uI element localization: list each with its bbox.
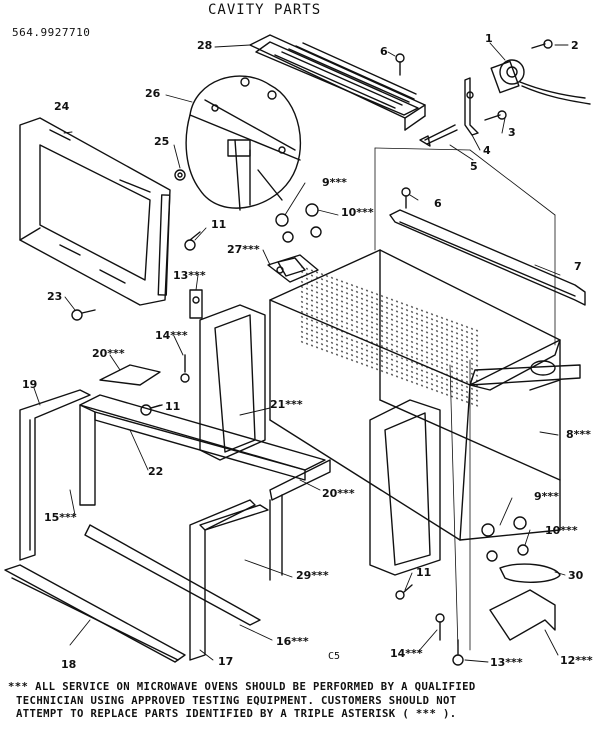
callout-11-top: 11 xyxy=(211,218,226,231)
callout-27: 27*** xyxy=(227,243,260,256)
callout-24: 24 xyxy=(54,100,70,113)
screw-23 xyxy=(71,309,96,321)
callout-4: 4 xyxy=(483,144,491,157)
callout-12: 12*** xyxy=(560,654,593,667)
callout-8: 8*** xyxy=(566,428,591,441)
callout-1: 1 xyxy=(485,32,493,45)
screw-6-mid xyxy=(401,187,411,209)
callout-14-top: 14*** xyxy=(155,329,188,342)
cavity-side-panel xyxy=(19,117,171,306)
screw-11-top xyxy=(184,231,201,251)
callout-9-top: 9*** xyxy=(322,176,347,189)
callout-11-mid: 11 xyxy=(165,400,180,413)
nuts-9-10-bottom xyxy=(481,516,529,562)
callout-13-top: 13*** xyxy=(173,269,206,282)
callout-17: 17 xyxy=(218,655,233,668)
front-frame-17 xyxy=(189,499,256,661)
callout-23: 23 xyxy=(47,290,62,303)
callout-6-top: 6 xyxy=(380,45,388,58)
callout-3: 3 xyxy=(508,126,516,139)
leader-lines xyxy=(33,42,569,663)
callout-21: 21*** xyxy=(270,398,303,411)
footnote-line-2: TECHNICIAN USING APPROVED TESTING EQUIPM… xyxy=(16,694,457,707)
callout-25: 25 xyxy=(154,135,169,148)
callout-6-mid: 6 xyxy=(434,197,442,210)
top-trim-strip xyxy=(389,209,586,306)
screw-2 xyxy=(531,39,553,49)
guide-lines xyxy=(374,147,556,651)
lower-rail-16 xyxy=(84,524,261,626)
callout-15: 15*** xyxy=(44,511,77,524)
callout-13-bottom: 13*** xyxy=(490,656,523,669)
wire-loop-30 xyxy=(499,563,561,583)
callout-14-bottom: 14*** xyxy=(390,647,423,660)
callout-19: 19 xyxy=(22,378,37,391)
bottom-trim-18 xyxy=(4,564,186,663)
exploded-parts-diagram: 1 2 3 4 5 6 6 7 8*** 9*** 10*** 9*** 10*… xyxy=(4,32,593,671)
callout-10-top: 10*** xyxy=(341,206,374,219)
callout-26: 26 xyxy=(145,87,161,100)
callout-10-bottom: 10*** xyxy=(545,524,578,537)
screw-6-top xyxy=(395,53,405,76)
callout-22: 22 xyxy=(148,465,163,478)
callout-28: 28 xyxy=(197,39,212,52)
top-vent-grille xyxy=(249,34,426,131)
screw-3 xyxy=(484,110,507,121)
callout-20-bottom: 20*** xyxy=(322,487,355,500)
stirrer-fan-blade xyxy=(185,75,302,211)
footnote-line-3: ATTEMPT TO REPLACE PARTS IDENTIFIED BY A… xyxy=(16,708,457,720)
callout-2: 2 xyxy=(571,39,579,52)
side-trim-19 xyxy=(19,389,91,561)
callout-9-bottom: 9*** xyxy=(534,490,559,503)
callout-5: 5 xyxy=(470,160,478,173)
callout-30: 30 xyxy=(568,569,584,582)
motor-bracket xyxy=(464,77,479,136)
callout-20-top: 20*** xyxy=(92,347,125,360)
nut-25 xyxy=(174,169,186,181)
bracket-13-top xyxy=(189,289,203,319)
screw-14-bottom xyxy=(435,613,445,641)
mount-bracket-29 xyxy=(199,504,269,531)
footnote-line-1: *** ALL SERVICE ON MICROWAVE OVENS SHOUL… xyxy=(8,681,476,693)
screw-11-mid xyxy=(140,404,163,416)
stirrer-motor xyxy=(490,59,591,105)
motor-shaft xyxy=(419,124,458,147)
screw-11-bottom xyxy=(395,584,413,600)
nuts-9-10-top xyxy=(275,203,322,243)
callout-18: 18 xyxy=(61,658,76,671)
screw-14-top xyxy=(180,354,190,383)
callout-16: 16*** xyxy=(276,635,309,648)
service-warning-footnote: *** ALL SERVICE ON MICROWAVE OVENS SHOUL… xyxy=(8,681,606,722)
callout-29: 29*** xyxy=(296,569,329,582)
diagram-title: CAVITY PARTS xyxy=(208,2,322,18)
model-number: 564.9927710 xyxy=(12,26,91,39)
callout-labels: 1 2 3 4 5 6 6 7 8*** 9*** 10*** 9*** 10*… xyxy=(22,32,593,671)
latch-bracket-12 xyxy=(489,589,556,641)
callout-11-bottom: 11 xyxy=(416,566,431,579)
page-code: C5 xyxy=(328,651,341,662)
callout-7: 7 xyxy=(574,260,582,273)
